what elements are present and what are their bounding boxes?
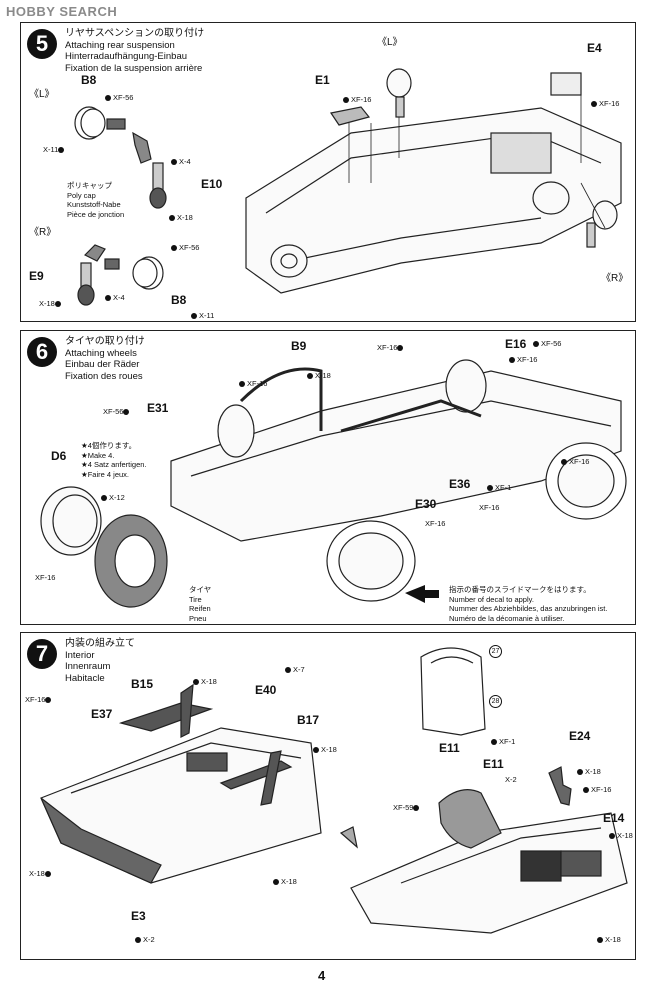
part-e9: E9 (29, 269, 44, 283)
step-5-panel: 5 リヤサスペンションの取り付け Attaching rear suspensi… (20, 22, 636, 322)
screw-x18: X-18 (609, 831, 633, 840)
screw-x18: X-18 (29, 869, 53, 878)
screw-x18: X-18 (193, 677, 217, 686)
part-e10: E10 (201, 177, 223, 191)
side-left-label: 《L》 (29, 89, 55, 100)
screw-xf16: XF-16 (35, 573, 56, 582)
part-b15: B15 (131, 677, 154, 691)
step-7-illustration (40, 647, 628, 934)
step-title: タイヤの取り付け Attaching wheels Einbau der Räd… (65, 336, 145, 382)
part-e11: E11 (439, 741, 460, 755)
part-e31: E31 (147, 401, 169, 415)
screw-xf16: XF-16 (25, 695, 53, 704)
screw-xf16: XF-16 (377, 343, 405, 352)
part-e1: E1 (315, 73, 330, 87)
screw-xf56: XF-56 (103, 407, 131, 416)
side-right-label: 《R》 (29, 227, 57, 238)
part-e4: E4 (587, 41, 602, 55)
screw-xf59: XF-59 (393, 803, 421, 812)
screw-x11: X-11 (191, 311, 214, 320)
part-e3: E3 (131, 909, 146, 923)
screw-x12: X-12 (101, 493, 125, 502)
screw-xf16: XF-16 (425, 519, 446, 528)
part-e24: E24 (569, 729, 591, 743)
side-right-label: 《R》 (601, 273, 629, 284)
part-b9: B9 (291, 339, 307, 353)
screw-x18: X-18 (39, 299, 63, 308)
screw-x2: X-2 (135, 935, 155, 944)
part-b8: B8 (171, 293, 187, 307)
watermark: HOBBY SEARCH (6, 4, 118, 19)
screw-xf16: XF-16 (583, 785, 611, 794)
step-5-illustration (74, 68, 622, 306)
screw-xf1: XF-1 (491, 737, 515, 746)
decal-27: 27 (489, 645, 502, 658)
screw-x18: X-18 (313, 745, 337, 754)
screw-xf56: XF-56 (171, 243, 199, 252)
page-number: 4 (318, 968, 326, 983)
screw-x18: X-18 (577, 767, 601, 776)
step-number: 6 (27, 337, 57, 367)
screw-x4: X-4 (105, 293, 125, 302)
part-e11: E11 (483, 757, 504, 771)
screw-x18: X-18 (597, 935, 621, 944)
screw-xf16: XF-16 (561, 457, 589, 466)
decal-28: 28 (489, 695, 502, 708)
step-number: 5 (27, 29, 57, 59)
screw-x4: X-4 (171, 157, 191, 166)
screw-xf56: XF-56 (105, 93, 133, 102)
screw-xf56: XF-56 (533, 339, 561, 348)
screw-xf1: XF-1 (487, 483, 511, 492)
screw-xf16: XF-16 (239, 379, 267, 388)
screw-xf16: XF-16 (479, 503, 500, 512)
screw-x18: X-18 (169, 213, 193, 222)
make-4-note: ★4個作ります。★Make 4. ★4 Satz anfertigen.★Fai… (81, 441, 147, 479)
side-left-label: 《L》 (377, 37, 403, 48)
screw-x11: X-11 (43, 145, 66, 154)
decal-note: 指示の番号のスライドマークをはります。Number of decal to ap… (449, 585, 608, 623)
screw-xf16: XF-16 (591, 99, 619, 108)
screw-x18: X-18 (307, 371, 331, 380)
step-number: 7 (27, 639, 57, 669)
step-7-panel: 7 内装の組み立て Interior Innenraum Habitacle (20, 632, 636, 960)
part-b8: B8 (81, 73, 97, 87)
part-e37: E37 (91, 707, 113, 721)
part-b17: B17 (297, 713, 320, 727)
screw-x18: X-18 (273, 877, 297, 886)
part-d6: D6 (51, 449, 67, 463)
part-e14: E14 (603, 811, 625, 825)
step-6-illustration (40, 359, 627, 608)
part-e16: E16 (505, 337, 527, 351)
part-e30: E30 (415, 497, 437, 511)
step-6-panel: 6 タイヤの取り付け Attaching wheels Einbau der R… (20, 330, 636, 625)
part-e40: E40 (255, 683, 277, 697)
screw-xf16: XF-16 (509, 355, 537, 364)
screw-x2: X-2 (505, 775, 517, 784)
screw-xf16: XF-16 (343, 95, 371, 104)
step-title: リヤサスペンションの取り付け Attaching rear suspension… (65, 28, 205, 74)
screw-x7: X-7 (285, 665, 305, 674)
step-title: 内装の組み立て Interior Innenraum Habitacle (65, 638, 135, 684)
part-e36: E36 (449, 477, 471, 491)
